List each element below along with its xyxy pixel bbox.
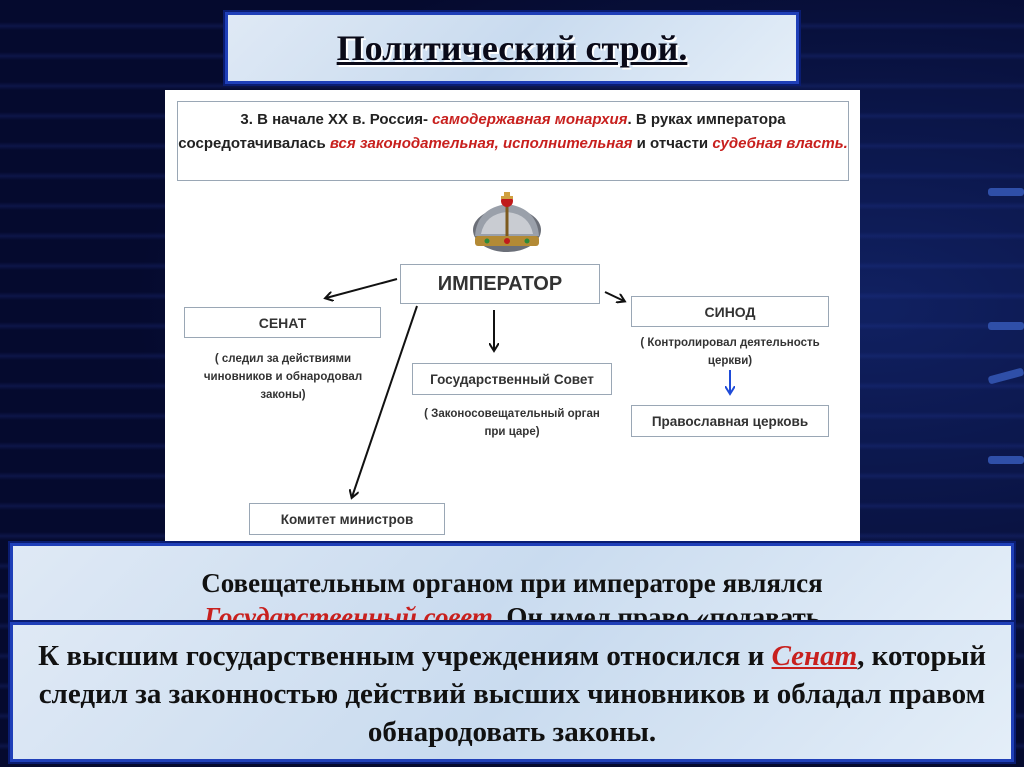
text-box-senate: К высшим государственным учреждениям отн… (10, 622, 1014, 762)
council-text-line1: Совещательным органом при императоре явл… (13, 566, 1011, 600)
senate-text-1: К высшим государственным учреждениям отн… (38, 640, 772, 672)
text-box-council: Совещательным органом при императоре явл… (10, 543, 1014, 633)
senate-highlight: Сенат (772, 640, 858, 672)
arrow-to-senate (326, 279, 397, 298)
arrow-to-synod (605, 292, 624, 301)
arrow-to-committee (352, 306, 417, 497)
